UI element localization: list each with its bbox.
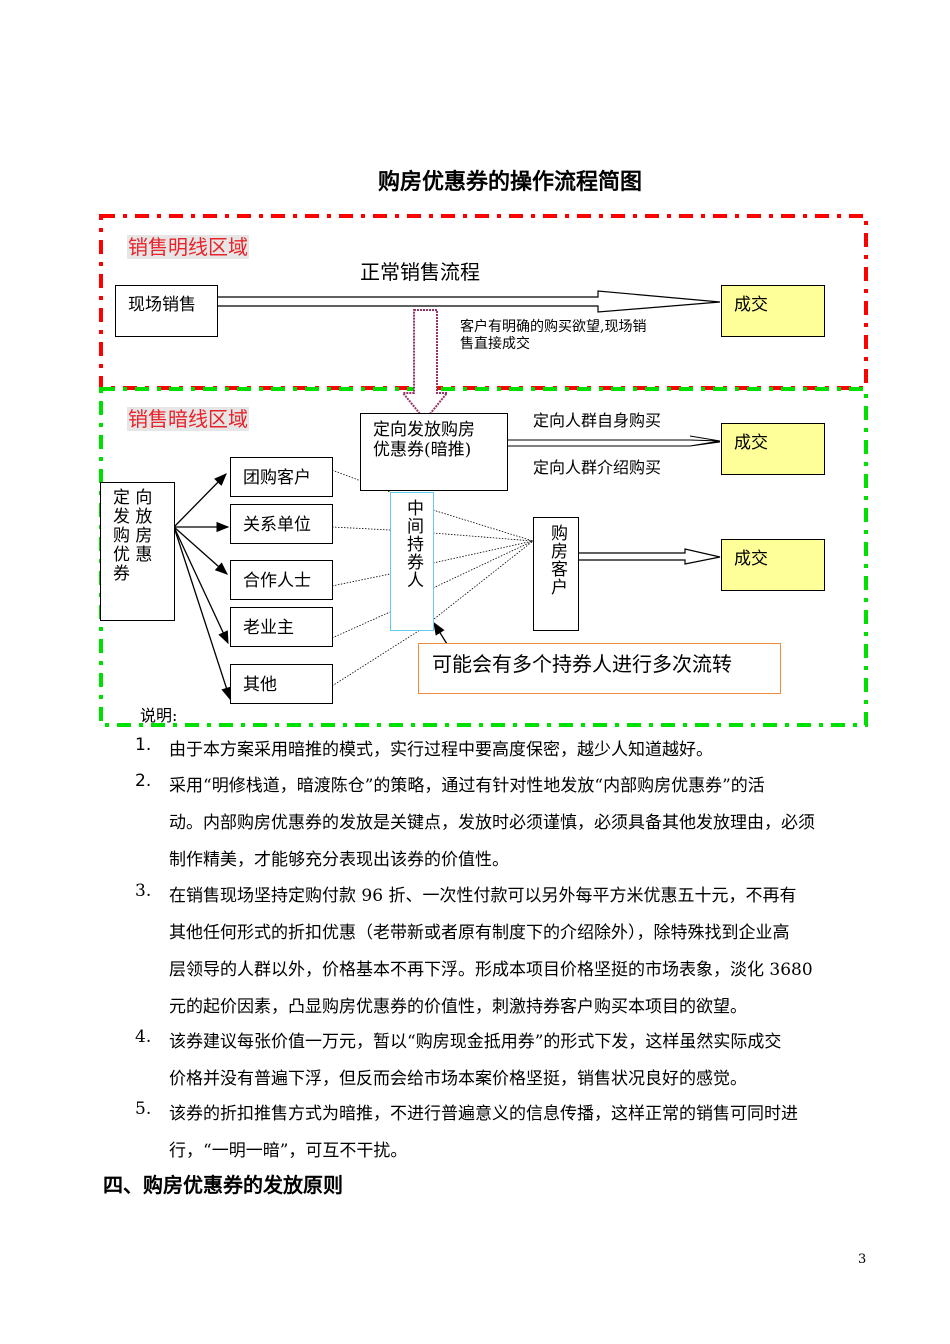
note-line: 售直接成交 (460, 336, 530, 352)
direct-deal-note: 客户有明确的购买欲望,现场销 售直接成交 (460, 319, 646, 353)
targeted-issue-line: 优惠券(暗推) (373, 440, 472, 460)
box-line: 定 向 (113, 488, 153, 508)
list-number: 5. (135, 1099, 152, 1119)
list-line: 由于本方案采用暗推的模式，实行过程中要高度保密，越少人知道越好。 (169, 740, 713, 760)
targeted-issue-line: 定向发放购房 (373, 420, 475, 440)
list-line: 层领导的人群以外，价格基本不再下浮。形成本项目价格坚挺的市场表象，淡化 3680 (169, 960, 813, 980)
list-line: 元的起价因素，凸显购房优惠券的价值性，刺激持券客户购买本项目的欲望。 (169, 997, 747, 1017)
targeted-issue-box: 定向发放购房 优惠券(暗推) (360, 413, 508, 491)
callout-box: 可能会有多个持券人进行多次流转 (418, 643, 781, 694)
list-line: 价格并没有普遍下浮，但反而会给市场本案价格坚挺，销售状况良好的感觉。 (169, 1069, 747, 1089)
deal-box: 成交 (721, 539, 825, 591)
open-zone-label: 销售明线区域 (127, 235, 249, 259)
hidden-zone-border (99, 387, 868, 727)
deal-box: 成交 (721, 423, 825, 475)
group-box: 老业主 (230, 607, 333, 647)
list-number: 4. (135, 1027, 152, 1047)
list-line: 制作精美，才能够充分表现出该券的价值性。 (169, 850, 509, 870)
normal-flow-arrow (217, 290, 721, 313)
self-buy-label: 定向人群自身购买 (533, 411, 662, 430)
box-line: 购 房 (113, 526, 153, 546)
box-line: 优 惠 (113, 545, 153, 565)
list-line: 行，“一明一暗”，可互不干扰。 (169, 1141, 408, 1161)
referral-buy-label: 定向人群介绍购买 (533, 458, 662, 477)
list-number: 1. (135, 735, 152, 755)
diagram-title: 购房优惠券的操作流程简图 (377, 169, 642, 195)
group-box: 关系单位 (230, 504, 333, 544)
list-number: 3. (135, 881, 152, 901)
middle-holder-box: 中间持券人 (390, 492, 434, 631)
list-line: 动。内部购房优惠券的发放是关键点，发放时必须谨慎，必须具备其他发放理由，必须 (169, 813, 815, 833)
callout-pointer (433, 621, 448, 645)
deal-box: 成交 (721, 285, 825, 337)
hidden-zone-label: 销售暗线区域 (127, 407, 249, 431)
list-line: 该券建议每张价值一万元，暂以“购房现金抵用券”的形式下发，这样虽然实际成交 (169, 1032, 782, 1052)
explain-label: 说明: (140, 706, 178, 725)
middle-holder-label: 中间持券人 (403, 499, 423, 589)
note-line: 客户有明确的购买欲望,现场销 (460, 319, 647, 335)
group-box: 其他 (230, 664, 333, 704)
group-box: 合作人士 (230, 560, 333, 600)
box-line: 发 放 (113, 507, 153, 527)
list-number: 2. (135, 771, 152, 791)
buyer-box: 购房客户 (533, 517, 579, 631)
diagram-lines (99, 214, 868, 727)
self-buy-arrow (507, 435, 721, 447)
normal-flow-label: 正常销售流程 (360, 260, 480, 284)
buyer-label: 购房客户 (547, 524, 567, 596)
list-line: 其他任何形式的折扣优惠（老带新或者原有制度下的介绍除外），除特殊找到企业高 (169, 923, 790, 943)
page-number: 3 (858, 1252, 867, 1267)
section-heading: 四、购房优惠券的发放原则 (103, 1173, 343, 1197)
buyer-deal-arrow (578, 548, 721, 565)
onsite-sales-box: 现场销售 (115, 285, 218, 337)
group-box: 团购客户 (230, 457, 333, 497)
targeted-coupon-box: 定 向 发 放 购 房 优 惠 券 (100, 482, 175, 621)
box-line: 券 (113, 564, 130, 584)
open-zone-border (99, 214, 868, 390)
down-arrow (400, 309, 450, 422)
list-line: 采用“明修栈道，暗渡陈仓”的策略，通过有针对性地发放“内部购房优惠券”的活 (169, 776, 765, 796)
list-line: 在销售现场坚持定购付款 96 折、一次性付款可以另外每平方米优惠五十元，不再有 (169, 886, 797, 906)
list-line: 该券的折扣推售方式为暗推，不进行普遍意义的信息传播，这样正常的销售可同时进 (169, 1104, 798, 1124)
